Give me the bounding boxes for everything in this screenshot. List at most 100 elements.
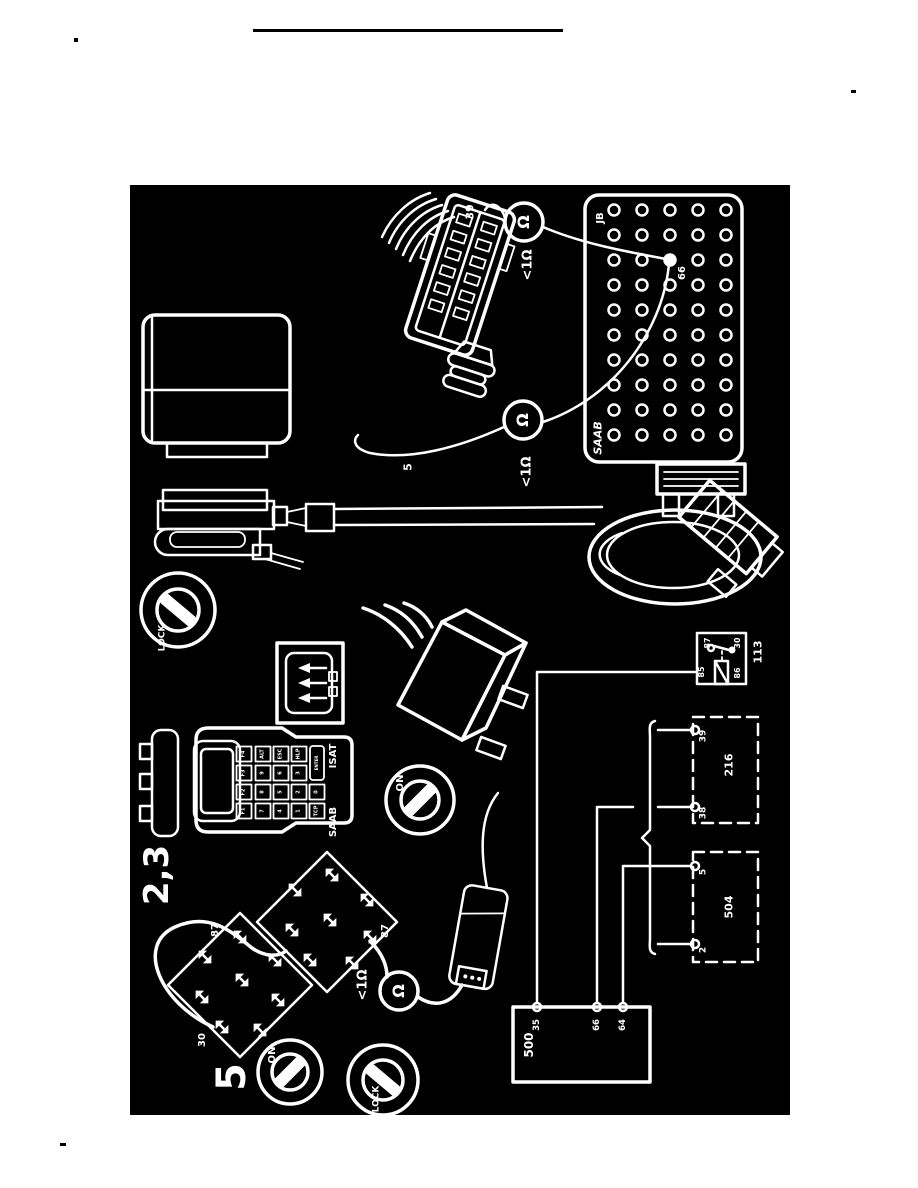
relay-socket-1 [166, 911, 314, 1059]
ignition-on-label-2: ON [267, 1046, 278, 1064]
isat-key: 2 [295, 790, 302, 794]
unit504-pin-5: 5 [698, 868, 709, 876]
test-pin-66 [663, 253, 677, 267]
ignition-on-icon [384, 764, 456, 836]
cable-harness [587, 478, 784, 606]
scan-artifact-dot [851, 90, 856, 93]
isat-key: F3 [240, 769, 247, 777]
ohmmeter-2-symbol: Ω [513, 413, 532, 427]
isat-key: 5 [277, 790, 284, 794]
scan-artifact-line [253, 29, 563, 32]
ohmmeter-3-icon [378, 970, 420, 1012]
isat-key: 9 [259, 771, 266, 775]
unit500-id-label: 500 [522, 1032, 536, 1058]
wire-socket-to-ohmmeter3 [368, 939, 389, 979]
isat-tester [192, 726, 354, 834]
wire-ohmmeter2-to-conn5 [353, 425, 506, 457]
isat-key: ESC [277, 748, 284, 760]
diagram-panel: 39 Ω <1Ω JB 66 SAAB Ω <1Ω 5 LOCK ON ISAT… [130, 185, 790, 1115]
diagram-artwork [138, 191, 784, 1115]
isat-key: ENTER [314, 755, 319, 771]
unit216-id-label: 216 [722, 753, 736, 777]
step-label-2-3: 2,3 [137, 844, 177, 906]
pin-39-label: 39 [463, 204, 477, 220]
ohmmeter-2-reading: <1Ω [519, 456, 535, 488]
saab-logo-grid: SAAB [591, 421, 605, 455]
ignition-lock-label-2: LOCK [371, 1085, 382, 1113]
schematic-wires [535, 670, 701, 1005]
radio-wave-icon [383, 603, 424, 639]
isat-key: 7 [259, 809, 266, 813]
relay113-pin-30: 30 [733, 637, 742, 649]
unit216-pin-39: 39 [698, 729, 709, 743]
isat-key: F1 [240, 807, 247, 815]
pin-66-label: 66 [677, 266, 688, 280]
key-card-icon [275, 641, 345, 725]
relay113-pin-87: 87 [703, 637, 712, 649]
ohmmeter-1-symbol: Ω [514, 215, 533, 229]
ignition-lock-label: LOCK [157, 624, 168, 652]
reader-cable [332, 505, 604, 527]
unit500-pin-35: 35 [531, 1019, 542, 1031]
isat-key: 8 [259, 790, 266, 794]
relay-socket-2 [255, 850, 399, 994]
wire-loom [380, 191, 456, 263]
isat-key: F4 [240, 750, 247, 758]
isat-key: 0 [313, 790, 320, 794]
control-module-box [141, 313, 292, 459]
transponder-relay-icon [361, 601, 529, 761]
harness-connector-39 [403, 193, 517, 357]
unit504-pin-2: 2 [698, 946, 709, 954]
connector-5-label: 5 [401, 463, 415, 471]
socket2-pin-87-label: 87 [380, 924, 391, 938]
scan-artifact-dot [74, 38, 78, 42]
wire-brace [640, 719, 657, 956]
isat-key: HLP [295, 748, 302, 760]
ohmmeter-1-reading: <1Ω [520, 249, 536, 281]
relay113-pin-86: 86 [733, 667, 742, 679]
junction-block-label: JB [595, 212, 606, 224]
connector-boot [442, 340, 496, 399]
isat-key: TCP [313, 805, 320, 817]
ohmmeter-3-reading: <1Ω [355, 969, 371, 1001]
unit504-id-label: 504 [722, 895, 736, 919]
wire-66-to-ohmmeter2 [541, 262, 671, 424]
relay-113-symbol [695, 631, 748, 686]
junction-block [583, 193, 744, 464]
ignition-lock-icon [139, 571, 217, 649]
radio-wave-icon [361, 606, 414, 649]
ohmmeter-3-symbol: Ω [389, 984, 408, 998]
ohmmeter-2-icon [502, 399, 544, 441]
wire-ohmmeter-to-66 [541, 225, 668, 261]
ignition-on-icon-2 [256, 1038, 324, 1106]
isat-model-label: ISAT [328, 743, 339, 769]
socket1-pin-30-label: 30 [197, 1033, 208, 1047]
reader-unit [153, 488, 336, 570]
scan-artifact-dot [60, 1143, 66, 1146]
unit500-pin-66: 66 [591, 1019, 602, 1031]
isat-key: 6 [277, 771, 284, 775]
radio-wave-icon [402, 601, 434, 629]
wire-socket-loop [153, 919, 288, 1029]
isat-key: 3 [295, 771, 302, 775]
unit500-pin-64: 64 [617, 1019, 628, 1031]
relay113-pin-85: 85 [697, 666, 706, 678]
ignition-lock-icon-2 [346, 1043, 420, 1115]
relay113-id-label: 113 [751, 640, 765, 664]
junction-block-tab [655, 462, 747, 518]
diagnostic-plug [448, 791, 509, 991]
isat-key: 4 [277, 809, 284, 813]
isat-key: F2 [240, 788, 247, 796]
isat-connector-strip [138, 728, 180, 838]
unit-216-box [691, 715, 760, 825]
wire-ohmmeter3-to-plug [416, 983, 464, 1005]
step-label-5: 5 [209, 1063, 255, 1091]
ohmmeter-1-icon [503, 201, 545, 243]
isat-key: 1 [295, 809, 302, 813]
isat-brand-label: SAAB [328, 806, 339, 838]
unit-504-box [691, 850, 760, 964]
unit216-pin-38: 38 [698, 806, 709, 820]
wire-39-to-ohmmeter [483, 203, 507, 220]
socket1-pin-87-label: 87 [210, 923, 221, 937]
